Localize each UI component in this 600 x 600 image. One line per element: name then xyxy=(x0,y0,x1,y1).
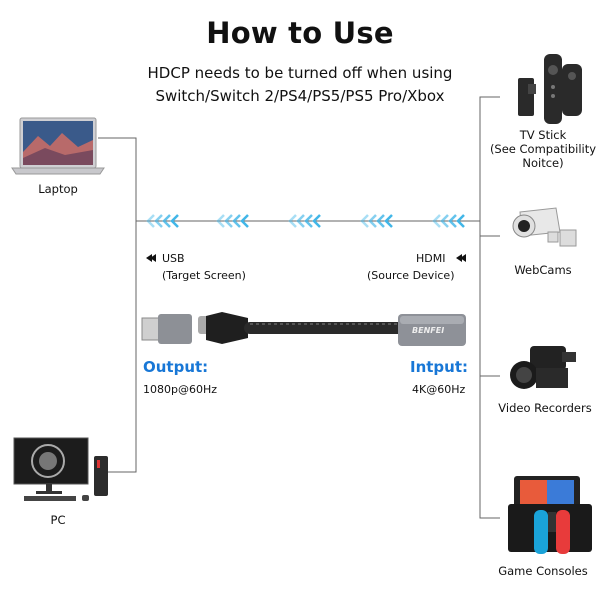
arrow-chevron xyxy=(456,214,465,228)
input-heading: Intput: xyxy=(410,358,469,376)
webcam-icon xyxy=(512,207,577,247)
arrow-chevron xyxy=(224,214,233,228)
direction-arrows xyxy=(146,254,466,262)
arrow-chevron xyxy=(448,214,457,228)
adapter-cable xyxy=(141,312,466,346)
tv-stick-label-line-1: TV Stick xyxy=(519,128,567,142)
arrow-chevron xyxy=(304,214,313,228)
subtitle-line-1: HDCP needs to be turned off when using xyxy=(147,64,453,82)
usb-label: USB xyxy=(162,252,185,265)
usb-sublabel: (Target Screen) xyxy=(162,269,246,282)
arrow-chevron xyxy=(296,214,305,228)
page-title: How to Use xyxy=(206,16,394,50)
arrow-chevron xyxy=(232,214,241,228)
game-console-icon xyxy=(508,476,592,554)
hdmi-sublabel: (Source Device) xyxy=(367,269,455,282)
webcams-label: WebCams xyxy=(514,263,572,277)
tv-stick-label-line-3: Noitce) xyxy=(522,156,564,170)
arrow-chevron xyxy=(288,214,297,228)
pc-label: PC xyxy=(50,513,66,527)
tv-stick-icon xyxy=(518,54,582,124)
tv-stick-label: TV Stick (See Compatibility Noitce) xyxy=(486,128,600,170)
arrow-chevron xyxy=(162,214,171,228)
tv-stick-label-line-2: (See Compatibility xyxy=(489,142,597,156)
brand-logo: BENFEI xyxy=(412,326,445,335)
arrow-chevron xyxy=(154,214,163,228)
subtitle-line-2: Switch/Switch 2/PS4/PS5/PS5 Pro/Xbox xyxy=(155,87,445,105)
arrow-chevron xyxy=(216,214,225,228)
arrow-chevrons xyxy=(146,214,465,228)
connector-lines xyxy=(98,96,500,519)
arrow-chevron xyxy=(360,214,369,228)
video-recorder-icon xyxy=(510,346,576,389)
laptop-label: Laptop xyxy=(38,182,78,196)
arrow-chevron xyxy=(384,214,393,228)
arrow-chevron xyxy=(146,214,155,228)
pc-icon xyxy=(13,437,108,501)
input-spec: 4K@60Hz xyxy=(412,383,466,396)
arrow-chevron xyxy=(312,214,321,228)
arrow-chevron xyxy=(432,214,441,228)
output-spec: 1080p@60Hz xyxy=(143,383,218,396)
arrow-chevron xyxy=(170,214,179,228)
video-recorders-label: Video Recorders xyxy=(498,401,592,415)
subtitle: HDCP needs to be turned off when using S… xyxy=(100,62,500,108)
arrow-chevron xyxy=(240,214,249,228)
hdmi-label: HDMI xyxy=(416,252,446,265)
output-heading: Output: xyxy=(143,358,209,376)
game-consoles-label: Game Consoles xyxy=(498,564,588,578)
laptop-icon xyxy=(11,117,105,175)
arrow-chevron xyxy=(440,214,449,228)
arrow-chevron xyxy=(368,214,377,228)
arrow-chevron xyxy=(376,214,385,228)
